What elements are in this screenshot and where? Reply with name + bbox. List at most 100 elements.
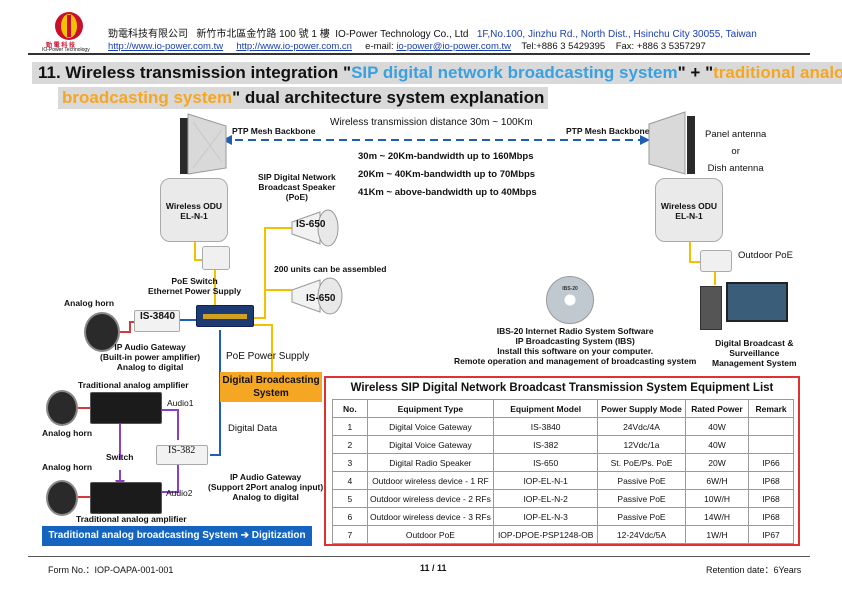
company-logo	[38, 10, 100, 54]
table-cell: IP68	[748, 489, 794, 508]
table-cell: IS-382	[493, 435, 599, 454]
is382-device	[156, 445, 208, 465]
or-text: or	[731, 146, 740, 157]
trad-amp-bot-label: Traditional analog amplifier	[76, 514, 187, 524]
table-cell: IP68	[748, 507, 794, 526]
table-cell: 5	[332, 489, 368, 508]
analog-horn-bot-label: Analog horn	[42, 462, 93, 472]
bandwidth-3: 41Km ~ above-bandwidth up to 40Mbps	[358, 187, 537, 198]
table-cell: 2	[332, 435, 368, 454]
poe-switch-line-2: Ethernet Power Supply	[148, 286, 242, 296]
analog-horn-top-label: Analog horn	[64, 298, 115, 308]
table-cell: 12-24Vdc/5A	[597, 525, 686, 544]
table-cell: 10W/H	[684, 489, 750, 508]
form-number: Form No.：IOP-OAPA-001-001	[48, 565, 174, 575]
title-text-a: 11. Wireless transmission integration "	[38, 63, 352, 82]
digital-broadcasting-box: Digital Broadcasting System	[220, 372, 322, 402]
equipment-table: No. Equipment Type Equipment Model Power…	[332, 399, 794, 544]
table-cell: 12Vdc/1a	[597, 435, 686, 454]
email-link[interactable]: io-power@io-power.com.tw	[396, 41, 512, 52]
title-line-2: broadcasting system" dual architecture s…	[58, 87, 549, 109]
poe-switch-label: PoE Switch Ethernet Power Supply	[148, 276, 241, 296]
table-cell: 3	[332, 453, 368, 472]
table-cell: Digital Voice Gateway	[366, 435, 495, 454]
retention-date: Retention date：6Years	[706, 565, 802, 575]
panel-antenna-left	[178, 110, 228, 178]
ipag-line-1: IP Audio Gateway	[114, 342, 186, 352]
ipag2-line-3: Analog to digital	[232, 492, 299, 502]
panel-antenna-text: Panel antenna	[705, 129, 767, 140]
website-cn-link[interactable]: http://www.io-power.com.cn	[236, 41, 352, 52]
header-line-2: http://www.io-power.com.tw http://www.io…	[108, 41, 706, 52]
digitization-banner: Traditional analog broadcasting System ➔…	[42, 526, 312, 546]
col-rated-power: Rated Power	[684, 399, 750, 418]
table-cell: IP66	[748, 453, 794, 472]
is382-label: IS-382	[168, 445, 196, 456]
analog-horn-mid-label: Analog horn	[42, 428, 93, 438]
ipag-line-3: Analog to digital	[116, 362, 184, 372]
odu-right-model: EL-N-1	[675, 211, 703, 221]
ipag2-line-1: IP Audio Gateway	[229, 472, 302, 482]
table-cell: Outdoor wireless device - 2 RFs	[366, 489, 495, 508]
table-cell: Passive PoE	[597, 507, 686, 526]
cd-label: IBS-20	[562, 286, 578, 292]
management-label: Digital Broadcast & Surveillance Managem…	[712, 338, 797, 368]
audio1-label: Audio1	[167, 398, 194, 408]
table-cell: Outdoor wireless device - 3 RFs	[366, 507, 495, 526]
trad-amp-top-label: Traditional analog amplifier	[78, 380, 189, 390]
software-line-1: IBS-20 Internet Radio System Software	[496, 326, 654, 336]
company-name-cn: 勁電科技有限公司	[108, 29, 188, 40]
digital-broadcasting-line-2: System	[253, 388, 289, 399]
poe-switch-device	[196, 305, 254, 327]
poe-injector-left	[202, 246, 230, 270]
table-cell: 6W/H	[684, 471, 750, 490]
management-line-3: Management System	[712, 358, 797, 368]
logo-text-cn: 勁 電 科 技	[46, 43, 76, 49]
table-cell: Outdoor wireless device - 1 RF	[366, 471, 495, 490]
table-cell: Digital Voice Gateway	[366, 417, 495, 436]
col-power-mode: Power Supply Mode	[597, 399, 686, 418]
odu-left-name: Wireless ODU	[165, 201, 223, 211]
company-name-en: IO-Power Technology Co., Ltd	[335, 29, 469, 40]
poe-switch-line-1: PoE Switch	[171, 276, 218, 286]
website-tw-link[interactable]: http://www.io-power.com.tw	[108, 41, 224, 52]
footer-divider	[28, 556, 810, 557]
equipment-table-frame: Wireless SIP Digital Network Broadcast T…	[324, 376, 800, 546]
software-line-2: IP Broadcasting System (IBS)	[515, 336, 635, 346]
table-cell: IOP-DPOE-PSP1248-OB	[493, 525, 599, 544]
title-text-c: " + "	[677, 63, 714, 82]
poe-power-label: PoE Power Supply	[226, 351, 310, 362]
distance-label: Wireless transmission distance 30m ~ 100…	[330, 117, 533, 128]
outdoor-poe-label: Outdoor PoE	[738, 250, 793, 261]
title-text-sip: SIP digital network broadcasting system	[351, 63, 678, 82]
traditional-amplifier-top	[90, 392, 162, 424]
table-cell: IP67	[748, 525, 794, 544]
table-cell: IP68	[748, 471, 794, 490]
odu-left-model: EL-N-1	[180, 211, 208, 221]
outdoor-poe-device	[700, 250, 732, 272]
analog-horn-bot-icon	[46, 480, 78, 516]
ip-audio-gateway-2-label: IP Audio Gateway (Support 2Port analog i…	[208, 472, 323, 502]
digital-broadcasting-line-1: Digital Broadcasting	[222, 375, 320, 386]
table-cell: 40W	[684, 417, 750, 436]
table-cell: Digital Radio Speaker	[366, 453, 495, 472]
table-cell: 6	[332, 507, 368, 526]
page-number: 11 / 11	[420, 563, 447, 573]
table-cell: 1	[332, 417, 368, 436]
header-divider	[28, 53, 810, 55]
table-cell: IOP-EL-N-1	[493, 471, 599, 490]
title-line-1: 11. Wireless transmission integration "S…	[32, 62, 842, 84]
table-cell: 40W	[684, 435, 750, 454]
title-text-analog: traditional analog	[713, 63, 842, 82]
units-label: 200 units can be assembled	[274, 264, 387, 274]
is3840-label: IS-3840	[140, 311, 176, 322]
software-line-3: Install this software on your computer.	[497, 346, 654, 356]
equipment-table-title: Wireless SIP Digital Network Broadcast T…	[350, 382, 774, 394]
ptp-left-label: PTP Mesh Backbone	[232, 126, 316, 136]
digital-data-label: Digital Data	[228, 423, 278, 434]
col-remark: Remark	[748, 399, 794, 418]
